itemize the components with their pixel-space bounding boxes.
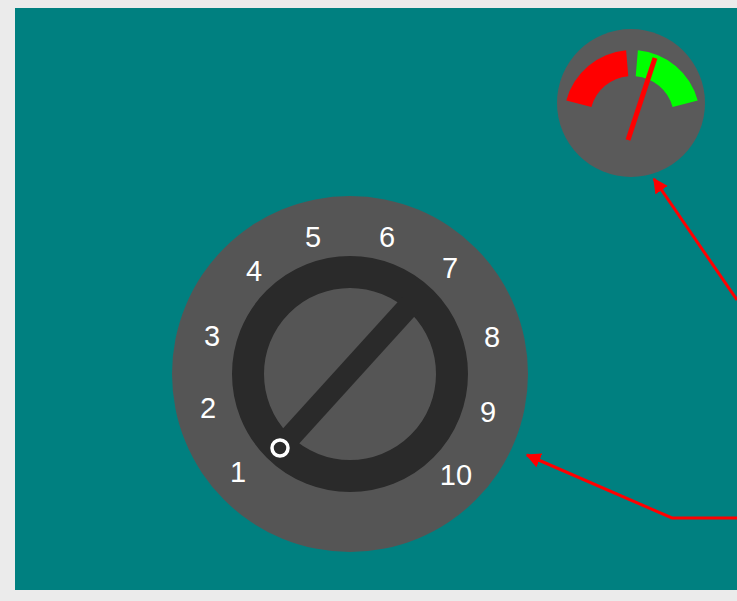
dial-pointer-bar [282,305,410,446]
dial-number: 10 [440,459,472,491]
gauge-needle [628,58,655,140]
gauge-face [557,29,705,177]
gauge-green-zone [636,50,698,107]
dial-face [172,196,528,552]
dial-number: 9 [480,396,496,428]
leader-line [654,179,737,300]
dial-index-dot [272,440,288,456]
dial-number: 6 [379,221,395,253]
dial-number: 5 [305,221,321,253]
dial-ring [248,272,452,476]
dial-number: 8 [484,321,500,353]
dial-number: 7 [442,252,458,284]
dial-number: 4 [246,255,262,287]
panel-background [15,8,737,590]
gauge-red-zone [566,50,628,107]
leader-line [527,455,737,518]
dial-number: 1 [230,456,246,488]
dial-number: 3 [204,320,220,352]
dial-number: 2 [200,392,216,424]
